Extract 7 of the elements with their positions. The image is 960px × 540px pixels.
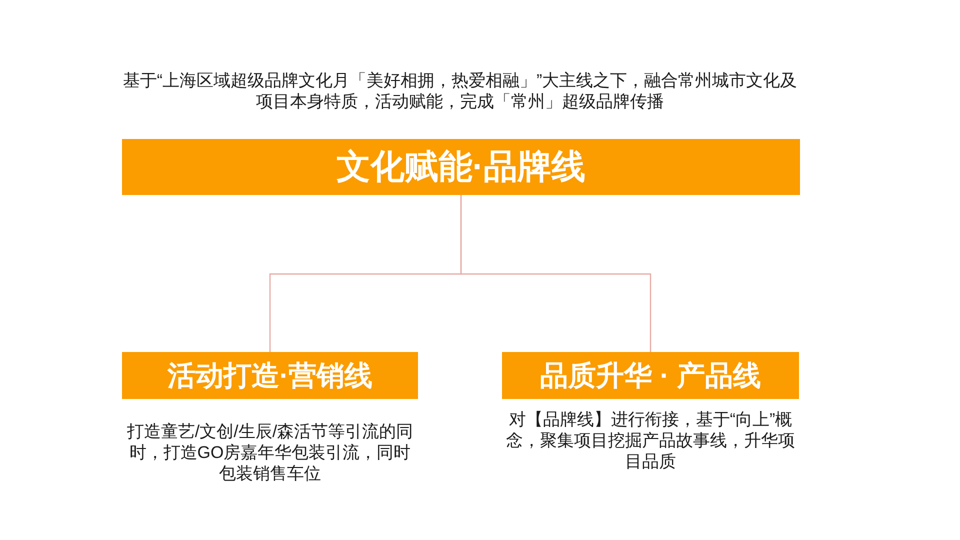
title-banner: 文化赋能·品牌线 [122,139,800,195]
subtitle-banner: 活动打造·营销线 [122,352,418,399]
intro-text: 基于“上海区域超级品牌文化月「美好相拥，热爱相融」”大主线之下，融合常州城市文化及项目本身特质，活动赋能，完成「常州」超级品牌传播 [122,70,798,112]
subtitle-banner: 品质升华 · 产品线 [502,352,799,399]
description-text: 对【品牌线】进行衔接，基于“向上”概念，聚集项目挖掘产品故事线，升华项目品质 [505,409,796,472]
description-text: 打造童艺/文创/生辰/森活节等引流的同时，打造GO房嘉年华包装引流，同时包装销售车位 [126,421,414,484]
connector-line [460,195,652,352]
